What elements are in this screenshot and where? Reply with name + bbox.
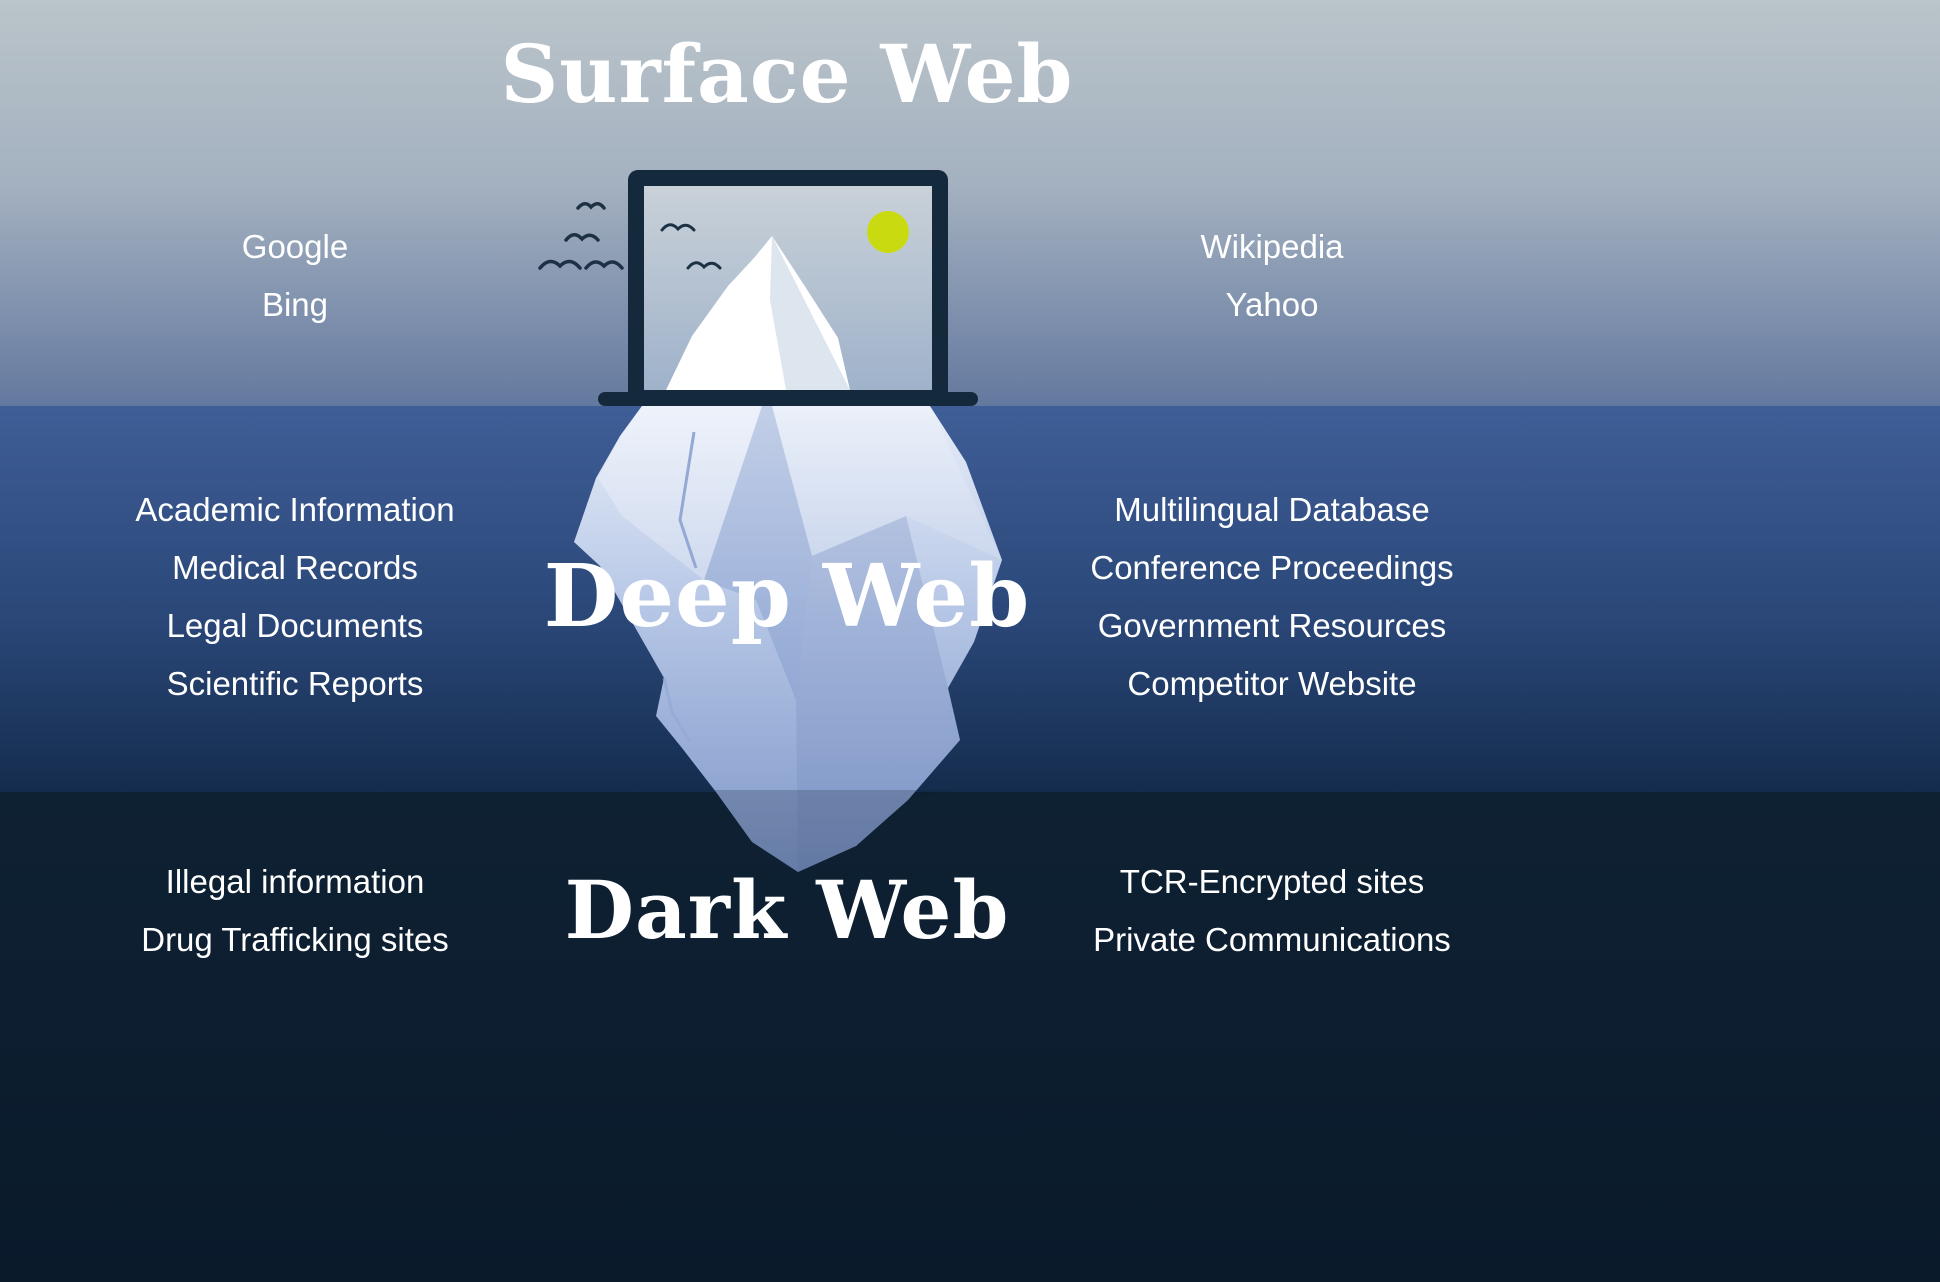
dark-left-item: Illegal information xyxy=(165,863,425,900)
deep-web-title: Deep Web xyxy=(543,546,1031,647)
dark-left-list: Illegal information Drug Trafficking sit… xyxy=(0,853,590,969)
dark-right-item: TCR-Encrypted sites xyxy=(1119,863,1425,900)
bird-icon xyxy=(584,260,624,270)
deep-right-item: Government Resources xyxy=(1097,607,1447,644)
dark-right-item: Private Communications xyxy=(1093,921,1451,958)
bird-icon xyxy=(660,223,696,232)
deep-right-item: Competitor Website xyxy=(1127,665,1417,702)
dark-web-title: Dark Web xyxy=(564,863,1010,957)
surface-right-item: Yahoo xyxy=(1225,286,1319,323)
iceberg-crack xyxy=(678,431,698,569)
deep-right-item: Conference Proceedings xyxy=(1090,549,1454,586)
dark-right-list: TCR-Encrypted sites Private Communicatio… xyxy=(980,853,1564,969)
bird-icons xyxy=(538,202,624,270)
surface-left-item: Bing xyxy=(261,286,329,323)
deep-right-item: Multilingual Database xyxy=(1114,491,1430,528)
laptop-base xyxy=(598,392,978,406)
iceberg-facet xyxy=(598,406,762,580)
iceberg-facet xyxy=(772,406,1002,560)
deep-left-item: Academic Information xyxy=(135,491,455,528)
surface-right-list: Wikipedia Yahoo xyxy=(980,218,1564,334)
surface-left-item: Google xyxy=(241,228,349,265)
sun-icon xyxy=(867,211,909,253)
bird-icons-screen xyxy=(660,223,722,270)
iceberg-facet xyxy=(714,790,960,872)
bird-icon xyxy=(538,259,582,270)
surface-right-item: Wikipedia xyxy=(1200,228,1344,265)
surface-left-list: Google Bing xyxy=(0,218,590,334)
dark-left-item: Drug Trafficking sites xyxy=(141,921,449,958)
bird-icon xyxy=(686,261,722,270)
iceberg-tip-shade xyxy=(770,236,850,390)
dark-web-background xyxy=(0,792,1940,1282)
iceberg-underwater-illustration xyxy=(574,406,1002,872)
surface-web-title: Surface Web xyxy=(500,27,1074,121)
surface-web-background xyxy=(0,0,1940,406)
deep-left-list: Academic Information Medical Records Leg… xyxy=(0,481,590,713)
deep-left-item: Scientific Reports xyxy=(166,665,424,702)
iceberg-crack xyxy=(662,677,692,743)
deep-left-item: Medical Records xyxy=(172,549,418,586)
iceberg-facet xyxy=(704,406,812,700)
laptop-illustration xyxy=(598,170,978,406)
bird-icon xyxy=(576,202,606,210)
iceberg-facet xyxy=(796,516,960,872)
bird-icon xyxy=(564,233,600,242)
deep-left-item: Legal Documents xyxy=(166,607,424,644)
deep-right-list: Multilingual Database Conference Proceed… xyxy=(980,481,1564,713)
